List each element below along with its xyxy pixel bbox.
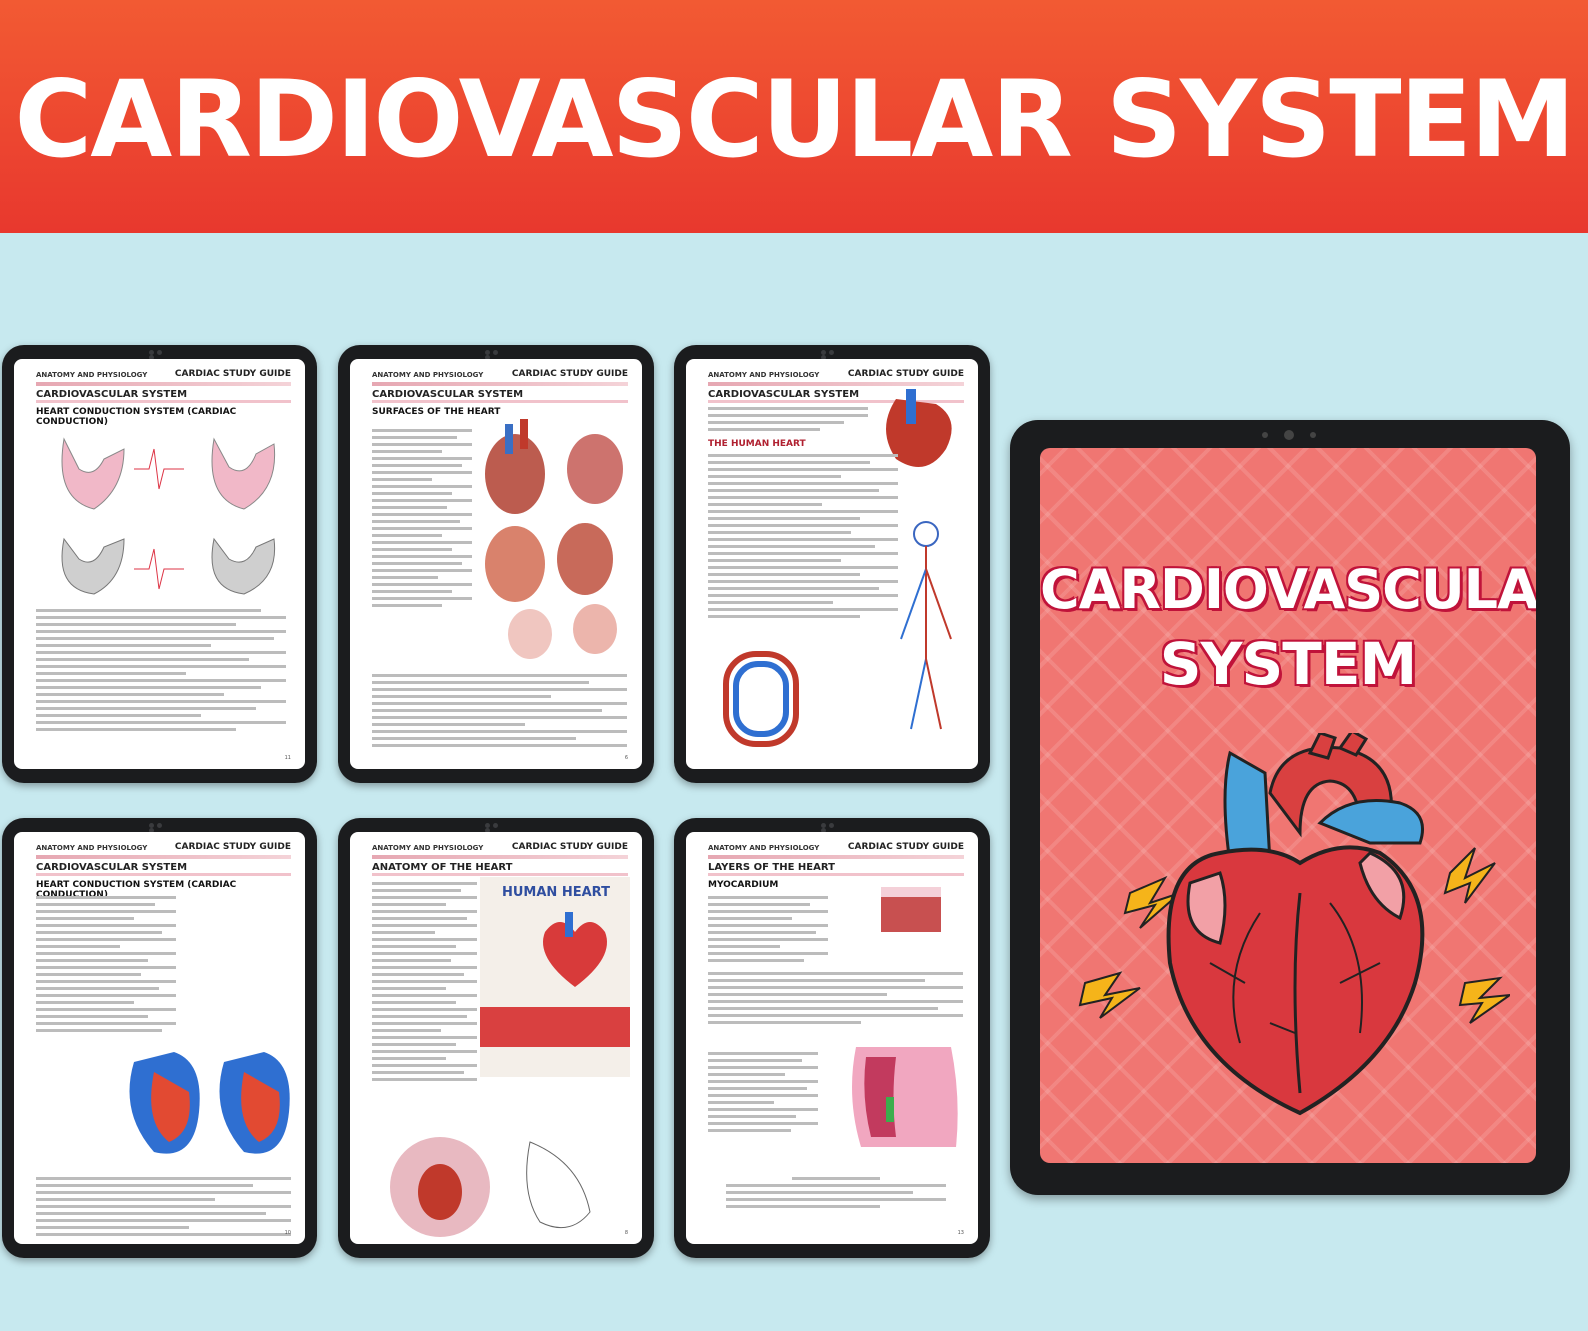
page-header-right: CARDIAC STUDY GUIDE — [847, 369, 964, 379]
page-header-right: CARDIAC STUDY GUIDE — [174, 369, 291, 379]
page-screen: ANATOMY AND PHYSIOLOGY CARDIAC STUDY GUI… — [14, 832, 305, 1244]
header-divider — [36, 855, 291, 859]
page-text-block-2 — [708, 972, 963, 1028]
page-header-left: ANATOMY AND PHYSIOLOGY — [372, 844, 484, 852]
page-header-left: ANATOMY AND PHYSIOLOGY — [36, 371, 148, 379]
page-text-block-2 — [36, 1177, 291, 1240]
heart-layers-illustration — [852, 1047, 958, 1147]
camera-icon — [485, 823, 507, 833]
page-header-right: CARDIAC STUDY GUIDE — [511, 369, 628, 379]
tablet-page-2: ANATOMY AND PHYSIOLOGY CARDIAC STUDY GUI… — [338, 345, 654, 783]
page-header-right: CARDIAC STUDY GUIDE — [174, 842, 291, 852]
header-divider — [372, 855, 628, 859]
circulation-illustration — [886, 389, 952, 730]
conduction-diagram — [61, 437, 276, 595]
page-header-right: CARDIAC STUDY GUIDE — [847, 842, 964, 852]
page-number: 13 — [957, 1230, 964, 1236]
page-screen: ANATOMY AND PHYSIOLOGY CARDIAC STUDY GUI… — [14, 359, 305, 769]
page-section-title: CARDIOVASCULAR SYSTEM — [708, 389, 860, 400]
page-text-block-2 — [372, 674, 627, 751]
page-text-block-4 — [726, 1177, 946, 1212]
page-text-block — [708, 896, 828, 966]
section-bar — [36, 400, 291, 403]
page-section-title: CARDIOVASCULAR SYSTEM — [36, 389, 188, 400]
camera-icon — [821, 350, 843, 360]
camera-icon — [821, 823, 843, 833]
camera-icon — [485, 350, 507, 360]
page-section-title: LAYERS OF THE HEART — [708, 862, 835, 873]
page-subtitle: SURFACES OF THE HEART — [372, 407, 501, 417]
circulation-loop-diagram — [723, 651, 799, 747]
page-text-block — [708, 407, 868, 435]
page-number: 8 — [624, 1230, 628, 1236]
page-text-block — [36, 896, 176, 1036]
camera-icon — [148, 823, 171, 833]
page-subtitle: HEART CONDUCTION SYSTEM (CARDIAC CONDUCT… — [36, 880, 237, 900]
page-section-title: CARDIOVASCULAR SYSTEM — [372, 389, 524, 400]
page-number: 6 — [624, 755, 628, 761]
tablet-page-3: ANATOMY AND PHYSIOLOGY CARDIAC STUDY GUI… — [674, 345, 990, 783]
banner: CARDIOVASCULAR SYSTEM — [0, 0, 1588, 233]
cover-screen: CARDIOVASCULAR SYSTEM — [1040, 448, 1536, 1163]
page-text-block — [36, 609, 286, 735]
heart-wall-block-illustration — [881, 887, 941, 932]
camera-icon — [1262, 430, 1318, 440]
page-text-block — [372, 882, 477, 1085]
infographic-panel: HUMAN HEART — [480, 877, 630, 1077]
section-bar — [708, 873, 964, 876]
page-section-title: CARDIOVASCULAR SYSTEM — [36, 862, 188, 873]
page-subtitle: MYOCARDIUM — [708, 880, 779, 890]
page-text-block-2 — [708, 454, 898, 622]
section-bar — [36, 873, 291, 876]
page-subtitle: HEART CONDUCTION SYSTEM (CARDIAC CONDUCT… — [36, 407, 237, 427]
page-number: 10 — [284, 1230, 291, 1236]
heart-surfaces-illustration — [485, 419, 623, 659]
banner-title: CARDIOVASCULAR SYSTEM — [14, 58, 1576, 181]
heart-icon — [543, 912, 607, 987]
page-header-left: ANATOMY AND PHYSIOLOGY — [372, 371, 484, 379]
header-divider — [36, 382, 291, 386]
section-bar — [708, 400, 964, 403]
page-header-left: ANATOMY AND PHYSIOLOGY — [708, 371, 820, 379]
section-bar — [372, 400, 628, 403]
lightning-icon — [1078, 971, 1141, 1019]
cover-title-line1: CARDIOVASCULAR — [1040, 558, 1536, 621]
page-header-left: ANATOMY AND PHYSIOLOGY — [708, 844, 820, 852]
lightning-icon — [1123, 875, 1181, 929]
page-screen: ANATOMY AND PHYSIOLOGY CARDIAC STUDY GUI… — [350, 832, 642, 1244]
header-divider — [372, 382, 628, 386]
header-divider — [708, 382, 964, 386]
page-section-title: ANATOMY OF THE HEART — [372, 862, 513, 873]
stat-bar — [480, 1007, 630, 1047]
lightning-icon — [1443, 847, 1496, 904]
tablet-page-4: ANATOMY AND PHYSIOLOGY CARDIAC STUDY GUI… — [2, 818, 317, 1258]
page-header-right: CARDIAC STUDY GUIDE — [511, 842, 628, 852]
page-screen: ANATOMY AND PHYSIOLOGY CARDIAC STUDY GUI… — [686, 832, 978, 1244]
heart-illustration — [1078, 733, 1510, 1116]
page-screen: ANATOMY AND PHYSIOLOGY CARDIAC STUDY GUI… — [350, 359, 642, 769]
header-divider — [708, 855, 964, 859]
page-text-block-3 — [708, 1052, 818, 1136]
page-header-left: ANATOMY AND PHYSIOLOGY — [36, 844, 148, 852]
chest-cavity-illustration — [390, 1137, 591, 1237]
page-text-block — [372, 429, 472, 611]
page-subtitle: THE HUMAN HEART — [708, 439, 806, 449]
camera-icon — [148, 350, 171, 360]
infographic-title: HUMAN HEART — [502, 885, 610, 900]
lightning-icon — [1458, 976, 1510, 1024]
page-screen: ANATOMY AND PHYSIOLOGY CARDIAC STUDY GUI… — [686, 359, 978, 769]
cover-tablet: CARDIOVASCULAR SYSTEM — [1010, 420, 1570, 1195]
page-number: 11 — [284, 755, 291, 761]
tablet-page-6: ANATOMY AND PHYSIOLOGY CARDIAC STUDY GUI… — [674, 818, 990, 1258]
tablet-page-5: ANATOMY AND PHYSIOLOGY CARDIAC STUDY GUI… — [338, 818, 654, 1258]
section-bar — [372, 873, 628, 876]
cardiac-cycle-illustration — [129, 1052, 290, 1154]
tablet-page-1: ANATOMY AND PHYSIOLOGY CARDIAC STUDY GUI… — [2, 345, 317, 783]
cover-title-line2: SYSTEM — [1159, 630, 1417, 698]
